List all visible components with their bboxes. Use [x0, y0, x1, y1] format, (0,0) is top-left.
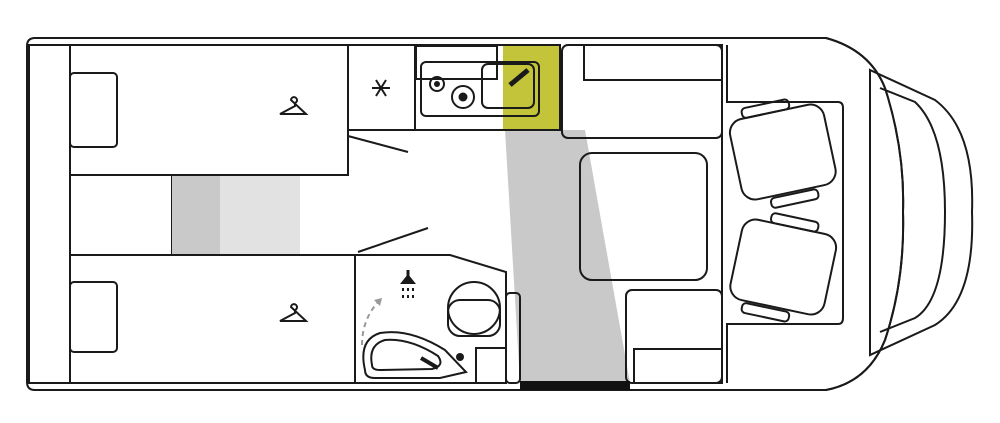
floor-light — [220, 176, 300, 254]
drain-icon — [456, 353, 464, 361]
washbasin — [362, 331, 468, 379]
shower-icon — [400, 270, 416, 298]
stove-burner-icon — [429, 76, 445, 92]
washbasin-bowl — [370, 338, 442, 372]
cab-windshield-inner — [879, 87, 947, 333]
basin-tap — [419, 356, 440, 370]
dinette-table — [579, 152, 708, 281]
floor-gray — [172, 176, 220, 254]
entrance-door[interactable] — [520, 381, 630, 390]
cab-windshield-outer — [869, 68, 974, 357]
dinette-bench-top — [561, 44, 723, 139]
bathroom-door — [357, 227, 429, 253]
bathroom-cabinet — [505, 292, 521, 384]
snowflake-icon — [372, 79, 390, 97]
pillow-top — [69, 72, 118, 148]
dinette-floor — [505, 130, 630, 383]
arrow-head — [374, 298, 382, 306]
sink-icon — [481, 63, 535, 109]
single-bed-bottom — [69, 254, 356, 384]
stove-burner-icon — [451, 85, 475, 109]
driver-seat — [728, 98, 837, 209]
hob-sink-frame — [420, 61, 540, 117]
cab-floor — [726, 45, 844, 383]
window-cutout — [415, 45, 498, 80]
bench-back-bottom — [633, 348, 723, 384]
passenger-seat — [729, 212, 838, 323]
door-swing-arrow-icon — [361, 301, 379, 346]
hanger-icon — [279, 303, 309, 322]
wardrobe-door — [347, 135, 409, 153]
toilet-icon — [447, 281, 501, 337]
bench-back-top — [583, 44, 723, 81]
single-bed-top — [69, 44, 349, 176]
rear-wall — [28, 44, 71, 384]
tap — [508, 68, 530, 87]
bed-step — [69, 174, 173, 256]
dinette-bench-bottom — [625, 289, 723, 384]
hanger-icon — [279, 96, 309, 115]
bathroom-shelf — [475, 347, 507, 384]
cab-dash-curve — [825, 37, 905, 391]
pillow-bottom — [69, 281, 118, 353]
